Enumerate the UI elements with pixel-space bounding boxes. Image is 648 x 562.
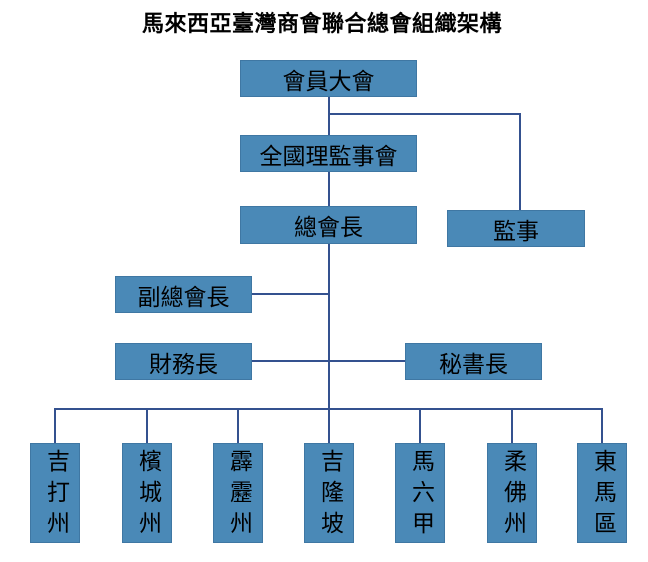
node-secretary-general: 秘書長 xyxy=(405,343,542,380)
node-supervisor: 監事 xyxy=(447,210,585,247)
branch-label: 霹靂州 xyxy=(225,448,252,542)
branch-kedah: 吉打州 xyxy=(30,443,80,543)
branch-east-malaysia: 東馬區 xyxy=(577,443,627,543)
branch-label: 東馬區 xyxy=(589,448,616,542)
branch-label: 吉隆坡 xyxy=(316,448,343,542)
node-label: 總會長 xyxy=(294,215,363,241)
branch-label: 馬六甲 xyxy=(407,448,434,542)
node-vice-president: 副總會長 xyxy=(115,276,252,313)
node-label: 副總會長 xyxy=(137,284,230,311)
node-general-assembly: 會員大會 xyxy=(240,60,417,97)
branch-kuala-lumpur: 吉隆坡 xyxy=(304,443,354,543)
node-president: 總會長 xyxy=(240,206,417,244)
node-label: 監事 xyxy=(493,218,539,245)
branch-johor: 柔佛州 xyxy=(487,443,537,543)
node-national-council: 全國理監事會 xyxy=(240,135,417,172)
branch-perak: 霹靂州 xyxy=(213,443,263,543)
node-label: 會員大會 xyxy=(282,68,375,95)
node-label: 秘書長 xyxy=(439,351,508,378)
branch-label: 吉打州 xyxy=(42,448,69,542)
node-label: 全國理監事會 xyxy=(259,143,398,170)
branch-label: 檳城州 xyxy=(134,448,161,542)
branch-malacca: 馬六甲 xyxy=(395,443,445,543)
branch-label: 柔佛州 xyxy=(499,448,526,542)
node-label: 財務長 xyxy=(149,351,218,378)
node-treasurer: 財務長 xyxy=(115,343,252,380)
branch-penang: 檳城州 xyxy=(122,443,172,543)
chart-title: 馬來西亞臺灣商會聯合總會組織架構 xyxy=(141,12,502,37)
